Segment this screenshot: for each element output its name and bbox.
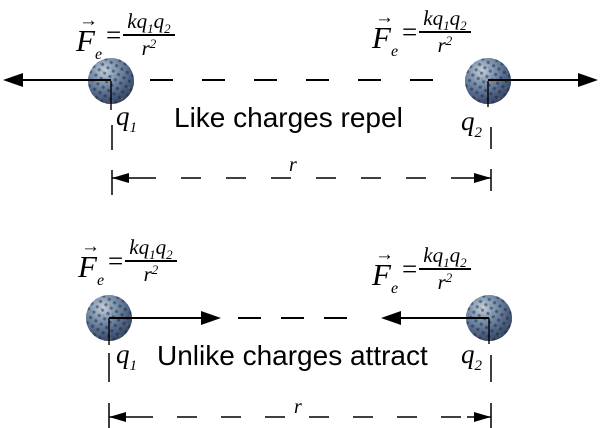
q1-subscript: 1 — [129, 120, 138, 136]
force-arrowhead-top-right — [578, 73, 598, 87]
numerator: kq1q2 — [419, 242, 470, 270]
distance-symbol: r — [141, 36, 150, 60]
dimension-arrowhead-top-left — [112, 173, 129, 183]
constant-k-symbol: k — [129, 234, 139, 259]
force-subscript: e — [94, 46, 103, 63]
label-q2-top: q2 — [461, 106, 482, 141]
charge-q1-subscript: 1 — [149, 246, 156, 262]
charge-q2-subscript: 2 — [166, 246, 173, 262]
force-arrowhead-top-left — [3, 73, 23, 87]
vector-arrow-icon: → — [81, 236, 100, 257]
fraction-bar — [419, 31, 471, 33]
force-arrowhead-bottom-right — [381, 311, 401, 325]
equals-sign: = — [402, 16, 418, 47]
q2-subscript: 2 — [474, 125, 483, 141]
q2-symbol: q — [461, 106, 475, 136]
label-q1-bottom: q1 — [116, 339, 137, 374]
charge-q1-symbol: q — [432, 242, 444, 267]
distance-exponent: 2 — [445, 33, 453, 48]
charge-q1-subscript: 1 — [443, 17, 450, 33]
numerator: kq1q2 — [419, 5, 470, 33]
q1-symbol: q — [116, 101, 130, 131]
equals-sign: = — [108, 245, 124, 276]
denominator: r2 — [138, 36, 161, 60]
distance-symbol: r — [143, 262, 152, 286]
fraction-bar — [419, 268, 471, 270]
charge-q2-symbol: q — [155, 234, 167, 259]
q1-symbol: q — [116, 339, 130, 369]
force-symbol: F — [78, 249, 97, 284]
distance-label-top: r — [289, 154, 297, 176]
label-q2-bottom: q2 — [461, 339, 482, 374]
force-vector-symbol: →Fe — [76, 10, 102, 63]
force-subscript: e — [390, 43, 399, 60]
charge-q1-symbol: q — [432, 5, 444, 30]
dimension-arrowhead-top-right — [474, 173, 491, 183]
charge-q1-symbol: q — [138, 234, 150, 259]
distance-exponent: 2 — [149, 36, 157, 51]
q1-subscript: 1 — [129, 358, 138, 374]
charge-q2-symbol: q — [153, 8, 165, 33]
charge-q1-subscript: 1 — [147, 20, 154, 36]
distance-label-bottom: r — [294, 396, 302, 418]
equals-sign: = — [402, 253, 418, 284]
caption-like-charges-repel: Like charges repel — [174, 102, 403, 133]
charge-q1-subscript: 1 — [443, 254, 450, 270]
vector-arrow-icon: → — [79, 10, 98, 31]
label-q1-top: q1 — [116, 101, 137, 136]
force-vector-symbol: →Fe — [78, 236, 104, 289]
distance-symbol: r — [437, 33, 446, 57]
force-arrowhead-bottom-left — [201, 311, 221, 325]
constant-k-symbol: k — [127, 8, 137, 33]
q2-subscript: 2 — [474, 358, 483, 374]
constant-k-symbol: k — [423, 242, 433, 267]
force-symbol: F — [76, 23, 95, 58]
vector-arrow-icon: → — [375, 7, 394, 28]
denominator: r2 — [434, 33, 457, 57]
distance-symbol: r — [437, 270, 446, 294]
force-symbol: F — [372, 20, 391, 55]
charge-q2-symbol: q — [449, 242, 461, 267]
charge-q2-subscript: 2 — [164, 20, 171, 36]
numerator: kq1q2 — [125, 234, 176, 262]
fraction-bar — [125, 260, 177, 262]
force-vector-symbol: →Fe — [372, 7, 398, 60]
equals-sign: = — [106, 19, 122, 50]
vector-arrow-icon: → — [375, 244, 394, 265]
charge-q2-symbol: q — [449, 5, 461, 30]
distance-exponent: 2 — [445, 270, 453, 285]
q2-symbol: q — [461, 339, 475, 369]
force-vector-symbol: →Fe — [372, 244, 398, 297]
constant-k-symbol: k — [423, 5, 433, 30]
force-subscript: e — [96, 272, 105, 289]
distance-exponent: 2 — [151, 262, 159, 277]
force-subscript: e — [390, 280, 399, 297]
force-symbol: F — [372, 257, 391, 292]
fraction-bar — [123, 34, 175, 36]
numerator: kq1q2 — [123, 8, 174, 36]
dimension-arrowhead-bottom-left — [109, 412, 126, 422]
charge-q2-subscript: 2 — [460, 17, 467, 33]
charge-q2-subscript: 2 — [460, 254, 467, 270]
denominator: r2 — [140, 262, 163, 286]
denominator: r2 — [434, 270, 457, 294]
caption-unlike-charges-attract: Unlike charges attract — [157, 340, 428, 371]
charge-q1-symbol: q — [136, 8, 148, 33]
dimension-arrowhead-bottom-right — [474, 412, 491, 422]
